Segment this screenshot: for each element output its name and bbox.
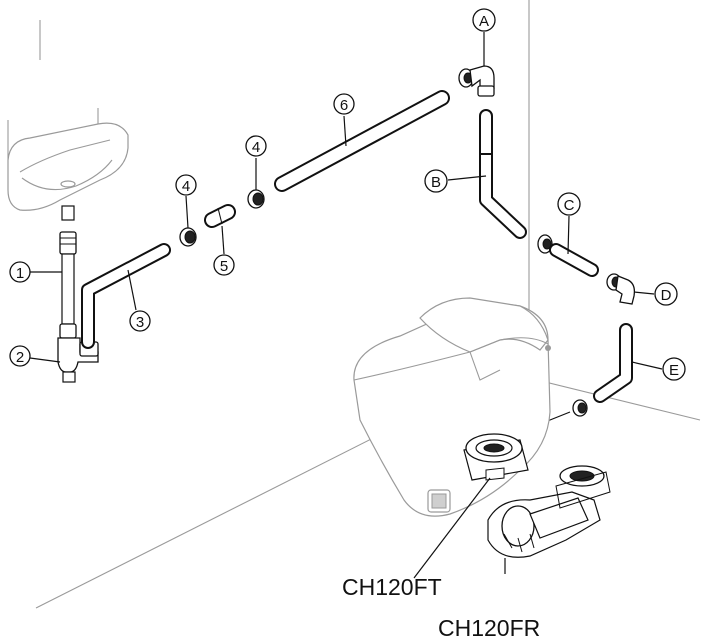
label-ch120fr: CH120FR (438, 615, 540, 641)
part-e-bent-pipe (509, 323, 633, 437)
ch120fr-fitting (487, 465, 611, 558)
svg-text:D: D (661, 287, 672, 304)
part-4-nut-left (179, 227, 197, 247)
callout-e: E (662, 357, 686, 381)
svg-text:4: 4 (182, 178, 190, 195)
toilet-unit (353, 297, 551, 517)
part-c-pipe (537, 234, 599, 277)
callout-a: A (472, 8, 496, 32)
callout-6: 6 (333, 93, 355, 115)
callout-d: D (654, 282, 678, 306)
callout-4-right: 4 (245, 135, 267, 157)
svg-text:3: 3 (136, 314, 144, 331)
callout-3: 3 (129, 310, 151, 332)
label-ch120ft: CH120FT (342, 574, 442, 600)
part-d-elbow (606, 273, 636, 305)
part-6-long-pipe (274, 90, 450, 192)
part-b-bent-pipe (479, 109, 527, 239)
part-4-nut-right (247, 189, 265, 209)
svg-text:4: 4 (252, 139, 260, 156)
svg-text:2: 2 (16, 349, 24, 366)
part-a-elbow (458, 65, 495, 97)
callout-c: C (557, 192, 581, 216)
callout-1: 1 (9, 261, 31, 283)
svg-text:6: 6 (340, 97, 348, 114)
svg-text:E: E (669, 362, 679, 379)
svg-text:A: A (479, 13, 489, 30)
room-lines (35, 0, 701, 609)
part-1-tube (59, 205, 77, 339)
svg-text:C: C (564, 197, 575, 214)
svg-text:1: 1 (16, 265, 24, 282)
svg-text:B: B (431, 174, 441, 191)
callout-2: 2 (9, 345, 31, 367)
leader-lines (29, 32, 663, 579)
wash-basin (7, 20, 129, 211)
svg-text:5: 5 (220, 258, 228, 275)
callout-4-left: 4 (175, 174, 197, 196)
callout-5: 5 (213, 254, 235, 276)
ch120ft-flange (463, 433, 529, 481)
callout-b: B (424, 169, 448, 193)
part-5-socket (204, 204, 236, 228)
part-3-bent-pipe (81, 243, 171, 349)
